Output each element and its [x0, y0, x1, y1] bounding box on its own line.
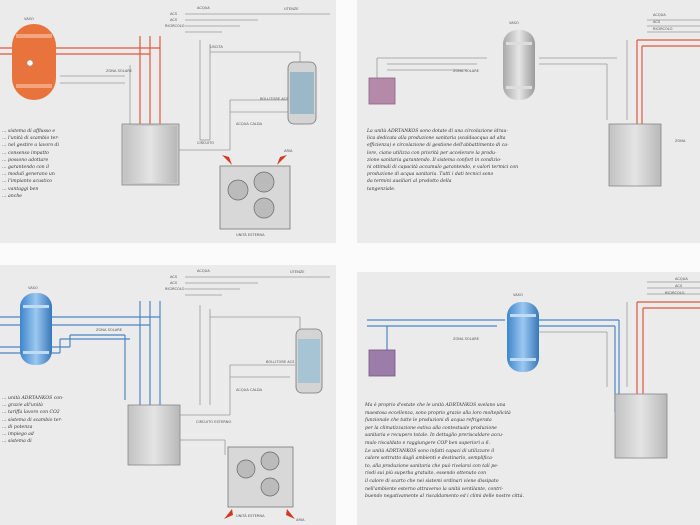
label-coil: CIRCUITO ESTERNO: [196, 420, 231, 424]
label-feed-2: ACS: [675, 284, 683, 288]
label-feed-top: ACQUA: [197, 6, 210, 10]
label-tank: VASO: [509, 21, 519, 25]
label-fan-out: UNITÀ ESTERNA: [236, 232, 265, 237]
panel-heating-blue: VASO ACQUA ACS ACS RICIRCOLO UTENZE ZONA…: [0, 265, 336, 525]
label-feed-3: RICIRCOLO: [165, 24, 185, 28]
panel-heating-dhw: VASO ACQUA ACS ACS RICIRCOLO UTENZE USCI…: [0, 0, 336, 243]
label-feed-1: ACS: [170, 12, 178, 16]
label-feed-3: RICIRCOLO: [653, 27, 673, 31]
label-feed-1: ACQUA: [653, 13, 666, 17]
blue-tank: [20, 293, 52, 365]
label-feed-1: ACS: [170, 275, 178, 279]
schematic-4: VASO ACQUA ACS RICIRCOLO ZONA SOLARE: [367, 277, 700, 459]
outdoor-unit: [219, 165, 291, 230]
orange-tank: [12, 24, 56, 100]
label-boiler: BOLLITORE ACS: [260, 97, 289, 101]
panel-4-text: Ma è proprio d'estate che le unità ADRTA…: [365, 403, 524, 500]
terminal-unit: [368, 349, 396, 377]
label-pipe-mid: ZONA SOLARE: [453, 69, 480, 73]
label-pipe-mid: ZONA SOLARE: [106, 69, 133, 73]
label-dhw: ACQUA CALDA: [236, 388, 263, 392]
schematic-2: VASO ACQUA ACS RICIRCOLO ZONA SOLARE ZON…: [368, 13, 700, 187]
outdoor-unit: [227, 446, 294, 508]
label-feed-out: UTENZE: [290, 270, 305, 274]
label-tank: VASO: [513, 293, 523, 297]
label-tank: VASO: [28, 286, 38, 290]
label-boiler: BOLLITORE ACS: [266, 360, 295, 364]
terminal-unit: [368, 77, 396, 105]
schematic-1: VASO ACQUA ACS ACS RICIRCOLO UTENZE USCI…: [0, 6, 330, 237]
blue-tank: [507, 302, 539, 372]
label-right-note: ZONA: [675, 139, 686, 143]
label-coil: CIRCUITO: [197, 141, 214, 145]
panel-1-text: … sistema di afflusso e … l'unità di sca…: [2, 129, 60, 199]
heat-exchanger-box: [608, 123, 662, 187]
label-feed-1: ACQUA: [675, 277, 688, 281]
heat-exchanger-box: [127, 404, 181, 466]
panel-summer-recovery: VASO ACQUA ACS RICIRCOLO ZONA SOLARE Ma …: [357, 272, 700, 525]
label-feed-out: UTENZE: [284, 7, 299, 11]
schematic-3: VASO ACQUA ACS ACS RICIRCOLO UTENZE ZONA…: [0, 269, 330, 522]
panel-2-text: La unità ADRTANKOS sono dotate di una ci…: [367, 129, 519, 192]
label-air-out: ARIA: [296, 518, 305, 522]
label-pipe-mid: ZONA SOLARE: [453, 337, 480, 341]
label-feed-2: ACS: [170, 281, 178, 285]
label-feed-top: ACQUA: [197, 269, 210, 273]
silver-tank: [503, 30, 535, 100]
label-pipe-upper: USCITA: [210, 45, 223, 49]
label-feed-3: RICIRCOLO: [165, 287, 185, 291]
label-feed-3: RICIRCOLO: [665, 291, 685, 295]
label-feed-2: ACS: [653, 20, 661, 24]
label-pipe-mid: ZONA SOLARE: [96, 328, 123, 332]
label-fan-out: UNITÀ ESTERNA: [236, 513, 265, 518]
heat-exchanger-box: [614, 393, 668, 459]
label-feed-2: ACS: [170, 18, 178, 22]
panel-3-text: … unità ADRTANKOS con- … grazie all'unit…: [2, 396, 64, 445]
label-dhw: ACQUA CALDA: [236, 122, 263, 126]
label-tank: VASO: [24, 17, 34, 21]
panel-cooling-dhw: VASO ACQUA ACS RICIRCOLO ZONA SOLARE ZON…: [357, 0, 700, 243]
label-fan-in: ARIA: [284, 149, 293, 153]
